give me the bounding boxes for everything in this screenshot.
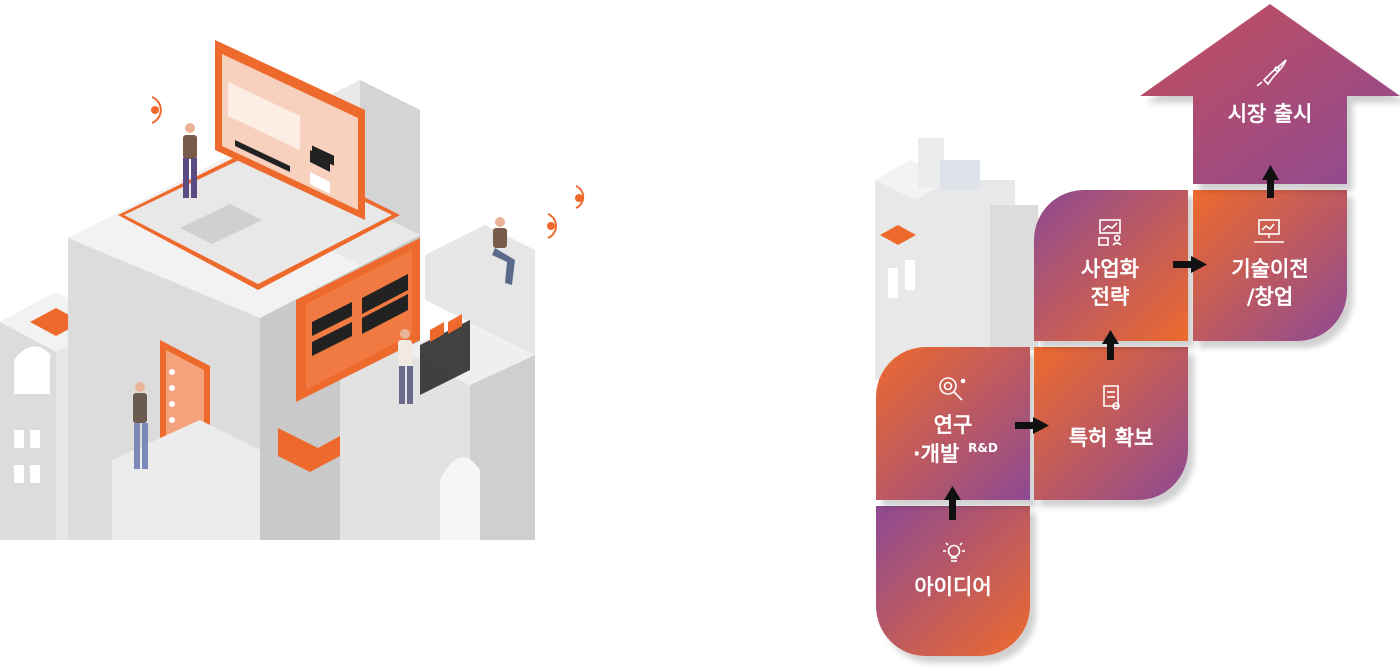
isometric-city-illustration (0, 40, 585, 540)
step-rnd (876, 347, 1030, 500)
gear-search-icon (939, 377, 966, 401)
step-transfer-label-line1: 기술이전 (1231, 257, 1308, 281)
certificate-icon (1103, 385, 1120, 410)
lightbulb-icon (943, 542, 965, 562)
process-flow: 아이디어 연구 ·개발 R&D 특허 확보 (876, 4, 1400, 656)
step-transfer (1193, 190, 1347, 341)
step-launch-label: 시장 출시 (1228, 102, 1313, 126)
step-strategy-label-line1: 사업화 (1081, 257, 1140, 281)
step-transfer-label-line2: /창업 (1247, 285, 1293, 309)
step-rnd-label-sup: R&D (968, 441, 998, 455)
rocket-icon (1256, 59, 1287, 87)
arrow-patent-to-strategy (1102, 330, 1119, 360)
arrow-transfer-to-launch (1262, 165, 1279, 198)
background-city (875, 138, 1038, 380)
step-patent (1034, 347, 1188, 500)
step-idea-label: 아이디어 (914, 575, 991, 599)
right-buildings (340, 225, 535, 540)
step-patent-label: 특허 확보 (1069, 426, 1154, 450)
step-strategy-label-line2: 전략 (1091, 285, 1130, 309)
step-strategy (1034, 190, 1188, 341)
step-idea (876, 506, 1030, 656)
step-launch (1140, 4, 1400, 184)
monitor-handshake-icon (1254, 219, 1284, 243)
person-sitting (492, 217, 515, 285)
pedestal (112, 420, 260, 540)
arrow-strategy-to-transfer (1173, 256, 1207, 273)
step-rnd-label-line2: ·개발 (913, 442, 960, 466)
arrow-idea-to-rnd (944, 486, 961, 520)
person-at-phone (133, 382, 148, 469)
dashboard-panel (296, 238, 420, 402)
orange-block (278, 428, 340, 472)
arrow-rnd-to-patent (1015, 417, 1049, 434)
presentation-board-icon (1098, 219, 1122, 246)
person-on-laptop (183, 123, 197, 198)
step-rnd-label-line1: 연구 (934, 413, 973, 437)
signal-icon (151, 96, 585, 239)
person-at-panel (398, 329, 413, 404)
